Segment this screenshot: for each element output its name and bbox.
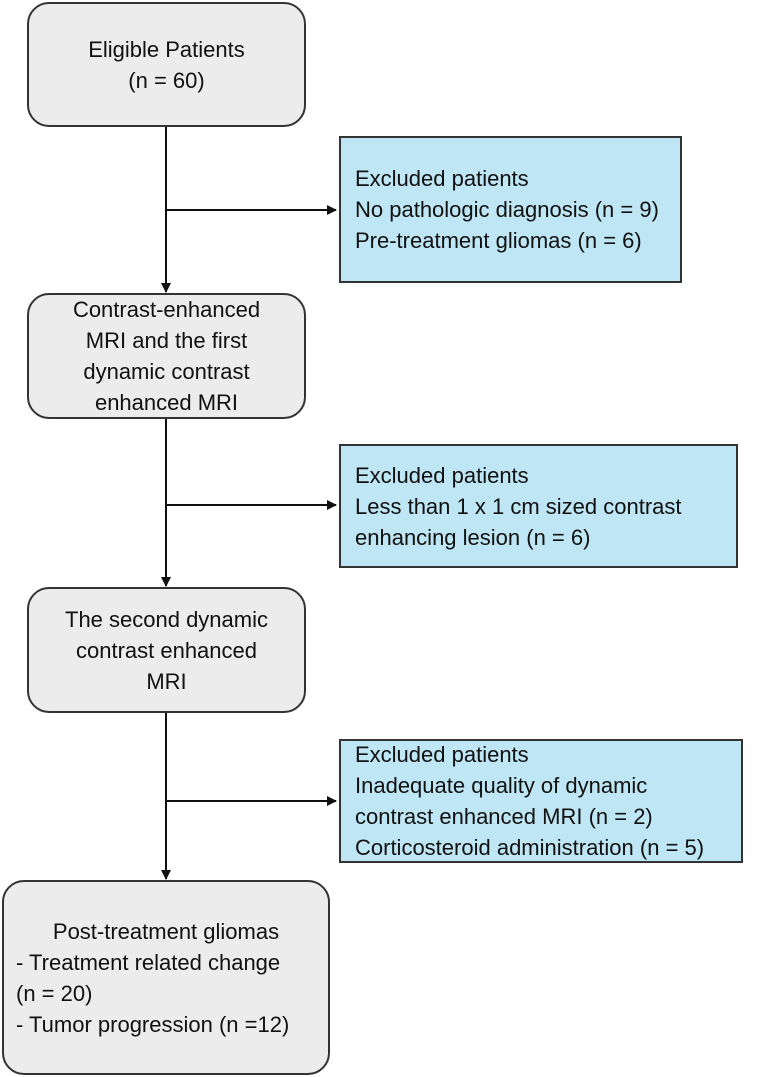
step-line: Eligible Patients: [88, 36, 245, 62]
step-line: - Tumor progression (n =12): [16, 1011, 290, 1037]
exclusion-line: Excluded patients: [355, 166, 529, 191]
exclusion-line: Pre-treatment gliomas (n = 6): [355, 228, 642, 253]
exclusion-line: Inadequate quality of dynamic: [355, 773, 648, 798]
exclusion-line: Corticosteroid administration (n = 5): [355, 835, 705, 860]
step-eligible-patients: Eligible Patients (n = 60): [27, 2, 306, 127]
exclusion-line: No pathologic diagnosis (n = 9): [355, 197, 659, 222]
step-second-dce-mri: The second dynamic contrast enhanced MRI: [27, 587, 306, 713]
step-line: (n = 20): [16, 980, 93, 1006]
exclusion-line: Excluded patients: [355, 462, 529, 488]
step-first-dce-mri: Contrast-enhanced MRI and the first dyna…: [27, 293, 306, 419]
step-line: enhanced MRI: [94, 390, 239, 415]
exclusion-line: contrast enhanced MRI (n = 2): [355, 804, 653, 829]
step-line: MRI and the first: [85, 328, 248, 353]
exclusion-line: Less than 1 x 1 cm sized contrast: [355, 493, 682, 519]
step-line: contrast enhanced: [75, 637, 258, 663]
step-post-treatment-gliomas: Post-treatment gliomas - Treatment relat…: [2, 880, 330, 1075]
step-line: (n = 60): [128, 67, 205, 93]
exclusion-line: enhancing lesion (n = 6): [355, 524, 591, 550]
step-line: dynamic contrast: [83, 359, 250, 384]
step-title: Post-treatment gliomas: [52, 918, 280, 944]
step-line: Contrast-enhanced: [72, 297, 261, 322]
step-line: - Treatment related change: [16, 949, 281, 975]
exclusion-box-1: Excluded patients No pathologic diagnosi…: [339, 136, 682, 283]
exclusion-line: Excluded patients: [355, 742, 529, 767]
exclusion-box-3: Excluded patients Inadequate quality of …: [339, 739, 743, 863]
exclusion-box-2: Excluded patients Less than 1 x 1 cm siz…: [339, 444, 738, 568]
step-line: The second dynamic: [65, 606, 268, 632]
step-line: MRI: [146, 668, 187, 694]
